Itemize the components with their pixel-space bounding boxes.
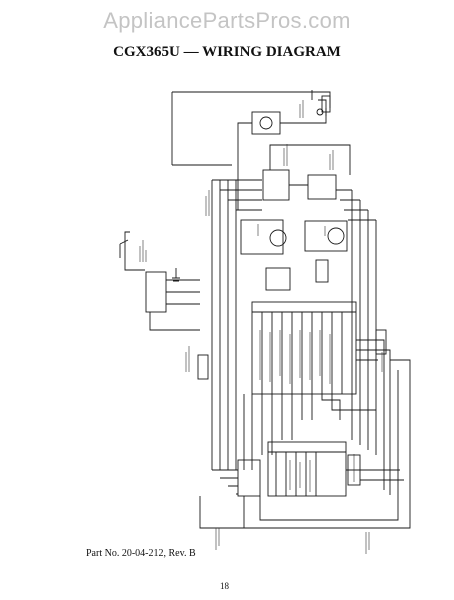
- right-label-box: [375, 329, 387, 355]
- pilot-light-connector: [321, 95, 331, 113]
- page-number: 18: [220, 581, 229, 591]
- power-cord: [119, 231, 145, 271]
- junction-block: [145, 271, 167, 313]
- wire-bottom-bus: [199, 359, 411, 529]
- switch-front-left: [262, 169, 290, 201]
- valve-left: [269, 229, 287, 247]
- watermark: AppliancePartsPros.com: [103, 8, 351, 33]
- pilot-switch-top: [251, 111, 281, 135]
- lower-module: [267, 441, 347, 497]
- pilot-valve-top: [259, 116, 273, 130]
- relay-box: [265, 267, 291, 291]
- lower-left-connector: [237, 459, 261, 497]
- relay-box-right: [315, 259, 329, 283]
- page-title: CGX365U — WIRING DIAGRAM: [113, 44, 341, 60]
- electronic-control: [251, 301, 357, 395]
- spark-module-left: [240, 219, 284, 255]
- part-number: Part No. 20-04-212, Rev. B: [86, 548, 196, 559]
- left-label-box: [197, 354, 209, 380]
- pilot-light-bulb: [316, 108, 324, 116]
- valve-right: [327, 227, 345, 245]
- spark-module-right: [304, 220, 348, 252]
- switch-front-right: [307, 174, 337, 200]
- wire-top-loop: [171, 91, 331, 166]
